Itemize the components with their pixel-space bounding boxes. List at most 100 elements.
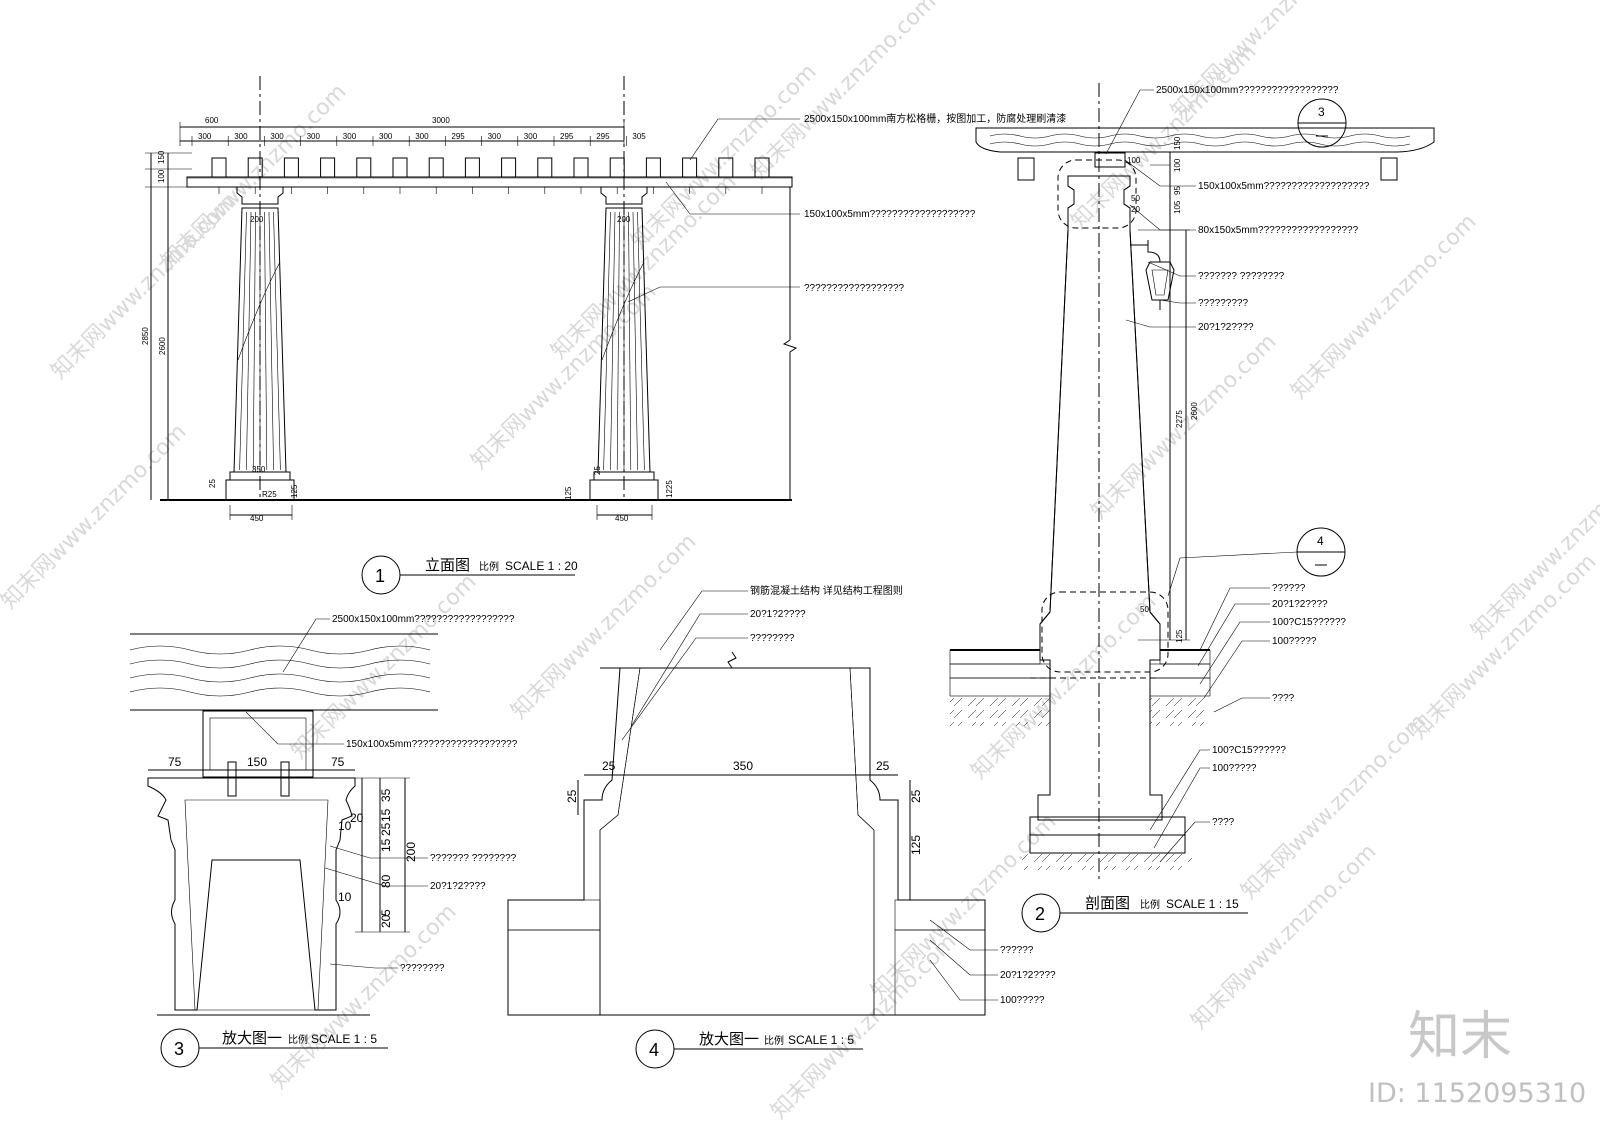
view3-title: 放大图一 [222,1029,282,1047]
sec-dim-95: 95 [1173,186,1182,195]
spacing-dim: 300 [198,132,212,141]
joist-block [356,157,372,194]
elevation-label-column: ?????????????????? [804,283,905,294]
sec-dim-105: 105 [1173,200,1182,214]
elevation-joists [211,157,770,194]
watermark-text: 知末网www.znzmo.com [1167,0,1362,124]
d3-dim-80: 80 [379,874,393,888]
view1-number: 1 [375,566,385,586]
spacing-dim-ticks [179,122,627,146]
d4-dim-25a: 25 [602,759,616,773]
view2-scale-prefix: 比例 [1140,898,1160,911]
d3-label-mortar: 20?1?2???? [430,881,486,892]
section-joist [975,127,1435,153]
d4-dim-25c: 25 [565,789,579,803]
view4-scale: SCALE 1 : 5 [788,1033,854,1047]
d3-dim-20b: 20 [350,811,364,825]
d3-dim-75b: 75 [331,755,345,769]
sec-label-soil2: ???? [1212,817,1235,828]
watermark-text: 知末网www.znzmo.com [267,899,462,1094]
col-dim-125: 125 [290,484,299,498]
col-dim-450: 450 [250,514,264,523]
d4-dim-125: 125 [909,835,923,855]
d3-dim-200: 200 [404,842,418,862]
watermark-text: 知末网www.znzmo.com [0,419,191,614]
d4-label-gravel: 100????? [1000,995,1045,1006]
dim-100: 100 [157,169,166,183]
spacing-dim: 295 [451,132,465,141]
d3-dim-75a: 75 [168,755,182,769]
joist-block [392,157,408,194]
joist-block [501,157,517,194]
joist-block [645,157,661,194]
watermark-text: 知末网www.znzmo.com [627,59,822,254]
joist-block [211,157,227,194]
joist-block [464,157,480,194]
sec-label-c15b: 100?C15?????? [1212,745,1286,756]
brand-id: ID: 1152095310 [1368,1078,1586,1109]
d4-label-mortar: 20?1?2???? [750,609,806,620]
sec-label-mortar: 20?1?2???? [1198,322,1254,333]
sec-label-soil: ???? [1272,693,1295,704]
view3-scale: SCALE 1 : 5 [311,1032,377,1046]
sec-label-paving: ?????? [1272,583,1306,594]
sec-dim-50b: 50 [1140,605,1149,614]
watermark-text: 知末网www.znzmo.com [767,929,962,1124]
sec-label-mortar2: 20?1?2???? [1272,599,1328,610]
watermark-text: 知末网www.znzmo.com [467,279,662,474]
d4-label-paving: ?????? [1000,945,1034,956]
dim-2600: 2600 [158,337,167,355]
sec-dim-100a: 100 [1127,156,1141,165]
col2-dim-25: 25 [593,466,602,475]
joist-block [573,157,589,194]
detail4-view: 25 350 25 25 25 125 钢筋混凝土结构 详见结构工程图则 20?… [507,584,1056,1069]
d3-dim-15b: 15 [379,838,393,852]
view3-number: 3 [174,1039,184,1059]
d3-label-finish: ??????? ???????? [430,853,517,864]
d3-dim-20: 20 [379,914,393,928]
dim-25: 25 [208,479,217,488]
col2-dim-1225: 1225 [665,480,674,498]
dim-150: 150 [157,150,166,164]
sec-dim-125: 125 [1175,629,1184,643]
d3-dim-10b: 10 [338,890,352,904]
d4-dim-25b: 25 [876,759,890,773]
joist-block [428,157,444,194]
joist-block [320,157,336,194]
d3-dim-35: 35 [379,788,393,802]
sec-dim-100b: 100 [1173,158,1182,172]
wall-lamp-icon [1130,240,1175,310]
d3-dim-150: 150 [247,755,267,769]
elevation-label-steel: 150x100x5mm??????????????????? [804,209,976,220]
joist-block [682,157,698,194]
spacing-dim: 300 [307,132,321,141]
joist-block [718,157,734,194]
spacing-dim: 300 [524,132,538,141]
view4-scale-prefix: 比例 [764,1034,784,1047]
sec-dim-50: 50 [1131,194,1140,203]
watermark-text: 知末网www.znzmo.com [287,569,482,764]
spacing-dim: 305 [632,132,646,141]
watermark-text: 知末网www.znzmo.com [1407,549,1600,744]
spacing-dim: 300 [343,132,357,141]
sec-label-plate: 80x150x5mm?????????????????? [1198,225,1359,236]
sec-dim-2600: 2600 [1190,402,1199,420]
spacing-dim: 300 [415,132,429,141]
sec-label-steel: 150x100x5mm??????????????????? [1198,181,1370,192]
detail3-capital [147,777,356,1011]
brand-logo: 知末 [1408,1007,1512,1067]
joist-block [247,157,263,194]
sec-dim-150: 150 [1173,136,1182,150]
d3-dim-10a: 10 [338,819,352,833]
d4-label-finish: ???????? [750,633,795,644]
joist-block [754,157,770,194]
column-shaft [589,186,659,501]
sec-label-gravel: 100????? [1272,636,1317,647]
view1-scale: SCALE 1 : 20 [505,559,578,573]
elevation-columns [225,186,659,501]
d4-dim-350: 350 [733,759,753,773]
d4-dim-25d: 25 [909,789,923,803]
section-view: 100 150 100 95 105 50 20 2275 2600 50 12… [949,83,1435,933]
dim-3000: 3000 [432,116,450,125]
